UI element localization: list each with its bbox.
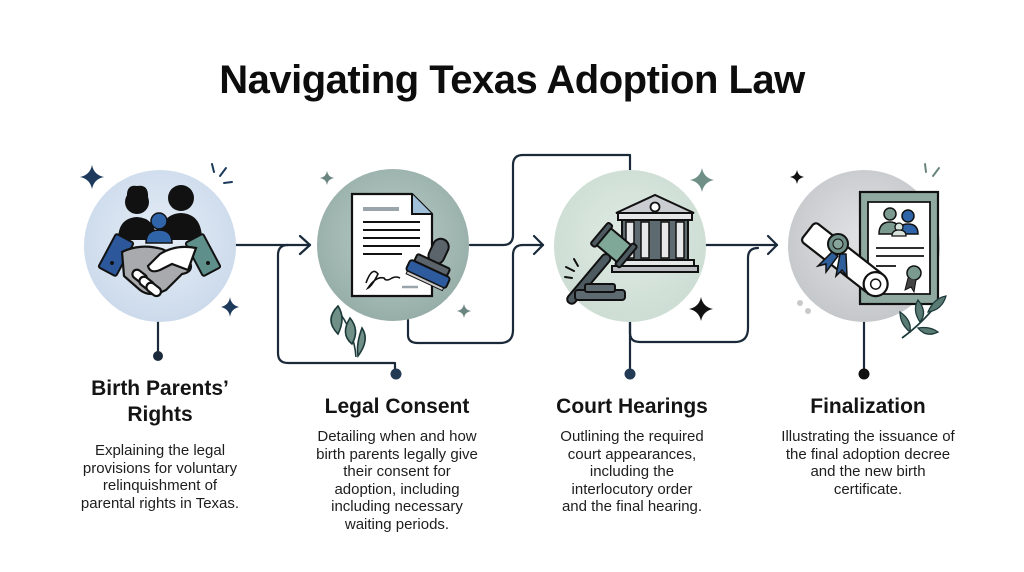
step-description-legal-consent: Detailing when and how birth parents leg… xyxy=(316,428,478,533)
page-title: Navigating Texas Adoption Law xyxy=(219,58,805,102)
sparkle-icon xyxy=(790,170,804,184)
sparkle-icon xyxy=(690,168,714,192)
node-dot-icon xyxy=(858,368,870,380)
sparkle-icon xyxy=(320,171,334,185)
sparkle-icon xyxy=(457,304,471,318)
step-title-legal-consent: Legal Consent xyxy=(324,395,470,418)
step-description-birth-parents-rights: Explaining the legal provisions for volu… xyxy=(80,442,240,512)
connector-dots xyxy=(153,351,870,380)
arrowhead-icon xyxy=(532,234,545,256)
connector-lines xyxy=(156,153,866,374)
sparkle-icon xyxy=(80,165,104,189)
node-dot-icon xyxy=(153,351,163,361)
arrowhead-icon xyxy=(766,234,779,256)
step-title-birth-parents-rights: Birth Parents’ Rights xyxy=(91,377,229,426)
sparkle-icon xyxy=(689,297,713,321)
decree-certificate-icon xyxy=(788,163,947,339)
gavel-courthouse-icon xyxy=(554,168,714,322)
arrowhead-icon xyxy=(298,234,312,256)
signed-document-stamp-icon xyxy=(317,169,471,358)
family-handshake-icon xyxy=(80,163,239,322)
step-description-court-hearings: Outlining the required court appearances… xyxy=(560,428,704,515)
node-dot-icon xyxy=(390,368,402,380)
sparkle-icon xyxy=(221,297,239,317)
step-title-court-hearings: Court Hearings xyxy=(556,395,708,418)
node-dot-icon xyxy=(624,368,636,380)
step-title-finalization: Finalization xyxy=(810,395,926,418)
step-description-finalization: Illustrating the issuance of the final a… xyxy=(781,428,955,498)
